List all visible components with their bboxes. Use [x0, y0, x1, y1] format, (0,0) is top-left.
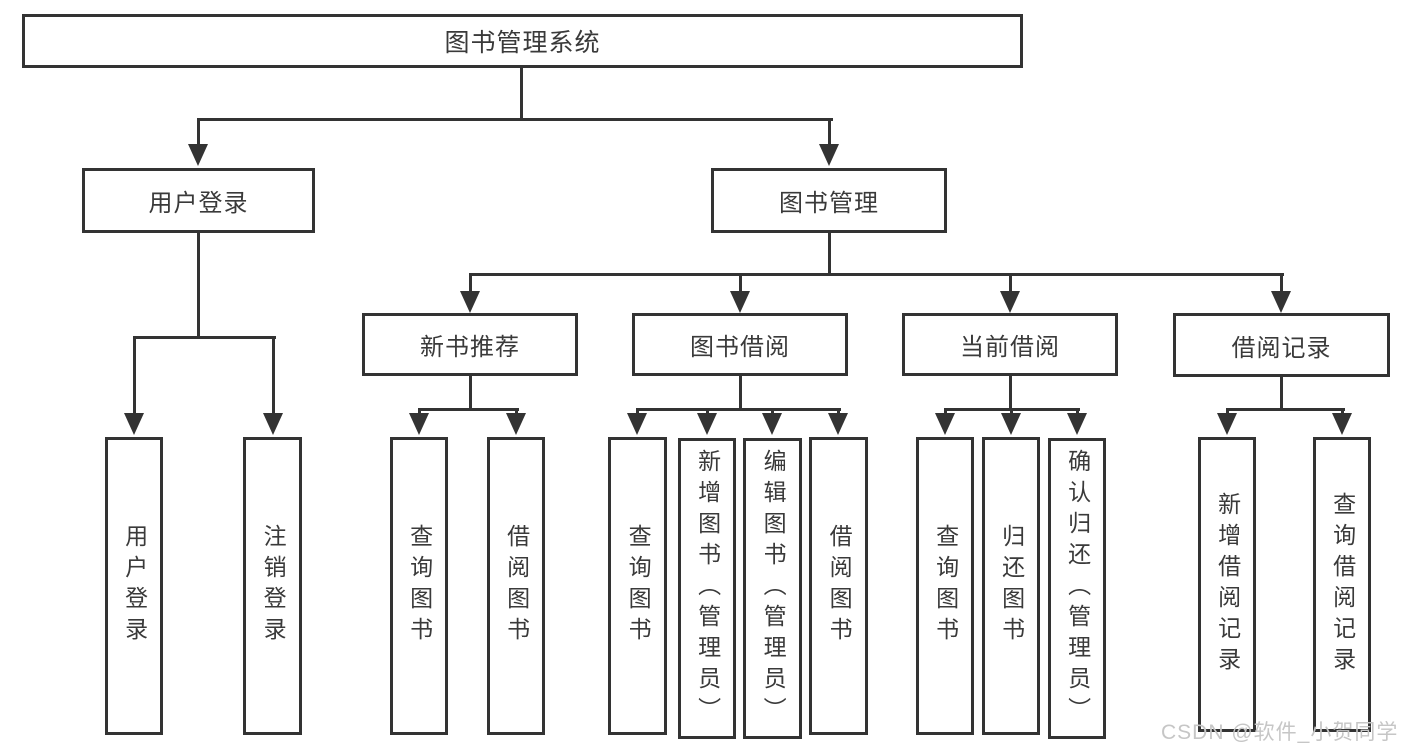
arrow-down-icon	[1001, 413, 1021, 435]
connector-current-drop-2	[1010, 408, 1013, 416]
node-user-login-label: 用户登录	[148, 190, 249, 217]
connector-new-book-rail	[418, 408, 519, 411]
arrow-down-icon	[1217, 413, 1237, 435]
connector-book-mgmt-stem	[828, 233, 831, 275]
connector-borrowing-stem	[739, 376, 742, 410]
arrow-down-icon	[819, 144, 839, 166]
node-leaf-edit-book: 编辑图书（管理员）	[743, 438, 802, 739]
connector-records-stem	[1280, 377, 1283, 410]
node-leaf-query-book-1: 查询图书	[390, 437, 448, 735]
connector-borrowing-rail	[636, 408, 841, 411]
node-leaf-confirm-return-label: 确认归还（管理员）	[1064, 449, 1091, 728]
connector-new-book-drop-1	[418, 408, 421, 416]
node-library-system: 图书管理系统	[22, 14, 1023, 68]
node-leaf-logout-label: 注销登录	[260, 524, 287, 648]
node-leaf-add-book: 新增图书（管理员）	[678, 438, 736, 739]
arrow-down-icon	[828, 413, 848, 435]
arrow-down-icon	[762, 413, 782, 435]
connector-new-book-drop-2	[515, 408, 518, 416]
node-leaf-return-book: 归还图书	[982, 437, 1040, 735]
node-book-management-label: 图书管理	[779, 190, 879, 217]
node-book-management: 图书管理	[711, 168, 947, 233]
connector-current-drop-3	[1076, 408, 1079, 416]
node-leaf-borrow-book-1-label: 借阅图书	[503, 524, 530, 648]
node-leaf-query-book-1-label: 查询图书	[406, 524, 433, 648]
node-leaf-query-book-2: 查询图书	[608, 437, 667, 735]
connector-records-rail	[1226, 408, 1345, 411]
arrow-down-icon	[409, 413, 429, 435]
connector-book-mgmt-drop-4	[1280, 273, 1283, 293]
connector-book-mgmt-drop-2	[739, 273, 742, 293]
node-user-login: 用户登录	[82, 168, 315, 233]
connector-user-login-drop-1	[133, 336, 136, 416]
node-leaf-user-login-label: 用户登录	[121, 524, 148, 648]
connector-borrowing-drop-2	[706, 408, 709, 416]
node-leaf-query-book-3: 查询图书	[916, 437, 974, 735]
connector-borrowing-drop-4	[837, 408, 840, 416]
connector-book-mgmt-rail	[469, 273, 1284, 276]
connector-user-login-rail	[133, 336, 276, 339]
node-leaf-query-borrow-record-label: 查询借阅记录	[1329, 491, 1356, 678]
node-borrow-records-label: 借阅记录	[1231, 334, 1332, 362]
node-new-book-recommend-label: 新书推荐	[420, 334, 520, 361]
connector-new-book-stem	[469, 376, 472, 410]
node-leaf-add-book-label: 新增图书（管理员）	[694, 449, 721, 728]
node-leaf-confirm-return: 确认归还（管理员）	[1048, 438, 1106, 739]
node-leaf-logout: 注销登录	[243, 437, 302, 735]
node-current-borrowing: 当前借阅	[902, 313, 1118, 376]
connector-root-stem	[520, 68, 523, 118]
node-leaf-query-book-2-label: 查询图书	[625, 524, 652, 648]
arrow-down-icon	[730, 291, 750, 313]
node-leaf-borrow-book-2: 借阅图书	[809, 437, 868, 735]
arrow-down-icon	[935, 413, 955, 435]
connector-book-mgmt-drop-1	[469, 273, 472, 293]
node-leaf-query-borrow-record: 查询借阅记录	[1313, 437, 1371, 732]
connector-user-login-drop-2	[272, 336, 275, 416]
arrow-down-icon	[188, 144, 208, 166]
connector-book-mgmt-drop-3	[1009, 273, 1012, 293]
node-book-borrowing-label: 图书借阅	[690, 334, 790, 361]
connector-current-drop-1	[944, 408, 947, 416]
arrow-down-icon	[263, 413, 283, 435]
node-current-borrowing-label: 当前借阅	[960, 334, 1060, 361]
node-leaf-user-login: 用户登录	[105, 437, 163, 735]
arrow-down-icon	[124, 413, 144, 435]
connector-root-drop-left	[197, 118, 200, 148]
node-borrow-records: 借阅记录	[1173, 313, 1390, 377]
connector-borrowing-drop-1	[636, 408, 639, 416]
node-library-system-label: 图书管理系统	[444, 29, 601, 57]
node-leaf-edit-book-label: 编辑图书（管理员）	[760, 449, 787, 728]
node-leaf-return-book-label: 归还图书	[998, 524, 1025, 648]
arrow-down-icon	[506, 413, 526, 435]
node-leaf-add-borrow-record-label: 新增借阅记录	[1214, 491, 1241, 678]
node-leaf-borrow-book-1: 借阅图书	[487, 437, 545, 735]
arrow-down-icon	[1067, 413, 1087, 435]
arrow-down-icon	[697, 413, 717, 435]
arrow-down-icon	[1332, 413, 1352, 435]
node-leaf-borrow-book-2-label: 借阅图书	[826, 524, 853, 648]
arrow-down-icon	[627, 413, 647, 435]
connector-root-drop-right	[828, 118, 831, 148]
connector-borrowing-drop-3	[771, 408, 774, 416]
connector-current-stem	[1009, 376, 1012, 410]
arrow-down-icon	[1000, 291, 1020, 313]
node-leaf-add-borrow-record: 新增借阅记录	[1198, 437, 1256, 732]
connector-user-login-stem	[197, 233, 200, 336]
node-new-book-recommend: 新书推荐	[362, 313, 578, 376]
node-book-borrowing: 图书借阅	[632, 313, 848, 376]
arrow-down-icon	[460, 291, 480, 313]
connector-records-drop-2	[1341, 408, 1344, 416]
arrow-down-icon	[1271, 291, 1291, 313]
connector-records-drop-1	[1226, 408, 1229, 416]
node-leaf-query-book-3-label: 查询图书	[932, 524, 959, 648]
connector-root-rail	[197, 118, 833, 121]
csdn-watermark: CSDN @软件_小贺同学	[1161, 721, 1399, 744]
